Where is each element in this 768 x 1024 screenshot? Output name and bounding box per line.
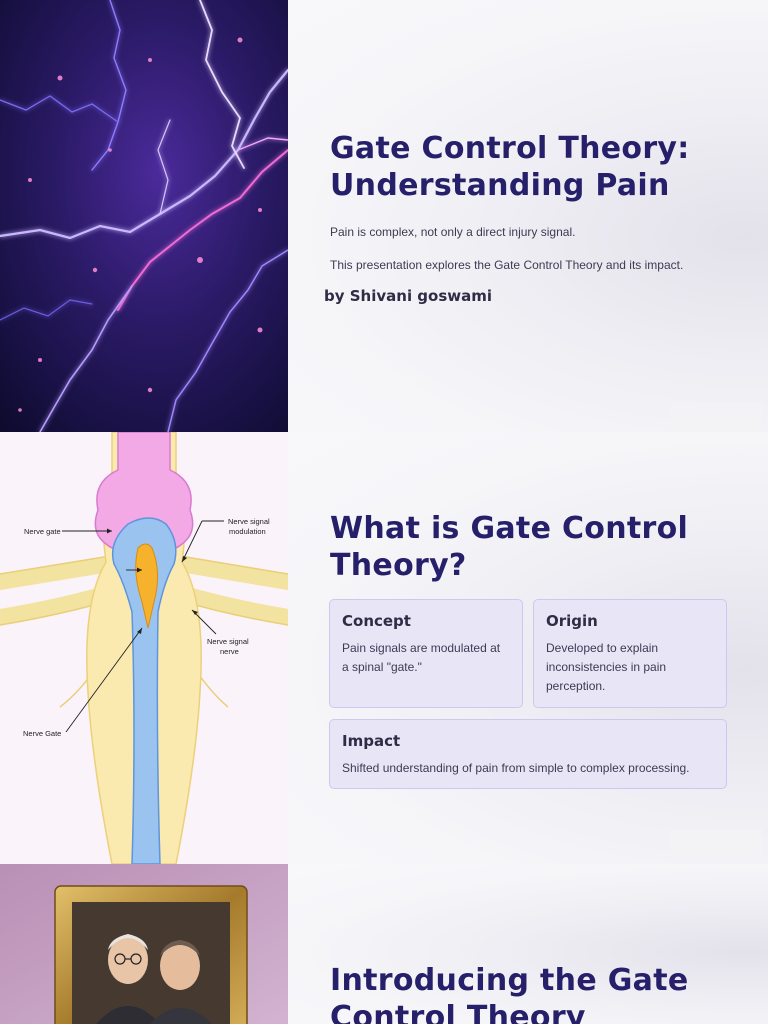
- framed-portrait-image: [0, 864, 288, 1024]
- slide-1-title: Gate Control Theory: Understanding Pain: [330, 131, 690, 203]
- impact-card-body: Shifted understanding of pain from simpl…: [342, 761, 690, 775]
- lightning-illustration: [0, 0, 288, 432]
- impact-card-heading: Impact: [342, 732, 401, 750]
- slide-3-title: Introducing the Gate Control Theory: [330, 963, 689, 1024]
- impact-card: Impact Shifted understanding of pain fro…: [329, 719, 727, 789]
- origin-card-heading: Origin: [546, 612, 598, 630]
- origin-card: Origin Developed to explain inconsistenc…: [533, 599, 727, 708]
- concept-card-body: Pain signals are modulated at a spinal "…: [342, 641, 501, 674]
- origin-card-body: Developed to explain inconsistencies in …: [546, 641, 667, 693]
- title-slide-text-area: Gate Control Theory: Understanding Pain …: [288, 0, 768, 432]
- slide-2-title: What is Gate Control Theory?: [330, 511, 689, 583]
- definition-slide-text-area: What is Gate Control Theory? Concept Pai…: [288, 432, 768, 864]
- lightning-nerve-image: [0, 0, 288, 432]
- portrait-illustration: [0, 864, 288, 1024]
- watermark-area: [670, 829, 762, 859]
- author-byline: by Shivani goswami: [324, 287, 493, 305]
- intro-paragraph-1: Pain is complex, not only a direct injur…: [330, 225, 576, 239]
- label-nerve-gate-top: Nerve gate: [24, 527, 61, 536]
- slide-1: Gate Control Theory: Understanding Pain …: [0, 0, 768, 432]
- label-nerve-gate-bottom: Nerve Gate: [23, 729, 61, 738]
- intro-paragraph-2: This presentation explores the Gate Cont…: [330, 258, 684, 272]
- slide-3: Introducing the Gate Control Theory: [0, 864, 768, 1024]
- introduction-slide-text-area: Introducing the Gate Control Theory: [288, 864, 768, 1024]
- concept-card-heading: Concept: [342, 612, 411, 630]
- watermark-area: [670, 402, 762, 432]
- concept-card: Concept Pain signals are modulated at a …: [329, 599, 523, 708]
